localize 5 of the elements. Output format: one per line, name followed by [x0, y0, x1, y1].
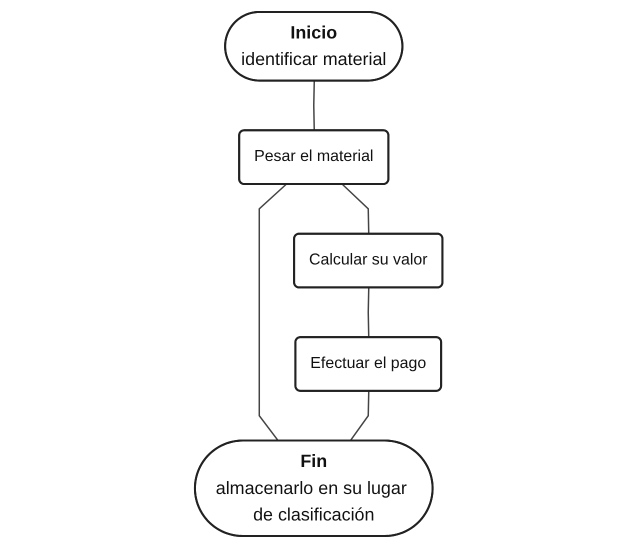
- connector: [350, 391, 370, 442]
- connector: [258, 184, 287, 442]
- connector: [313, 81, 316, 131]
- connector: [342, 184, 370, 234]
- connector: [368, 288, 370, 338]
